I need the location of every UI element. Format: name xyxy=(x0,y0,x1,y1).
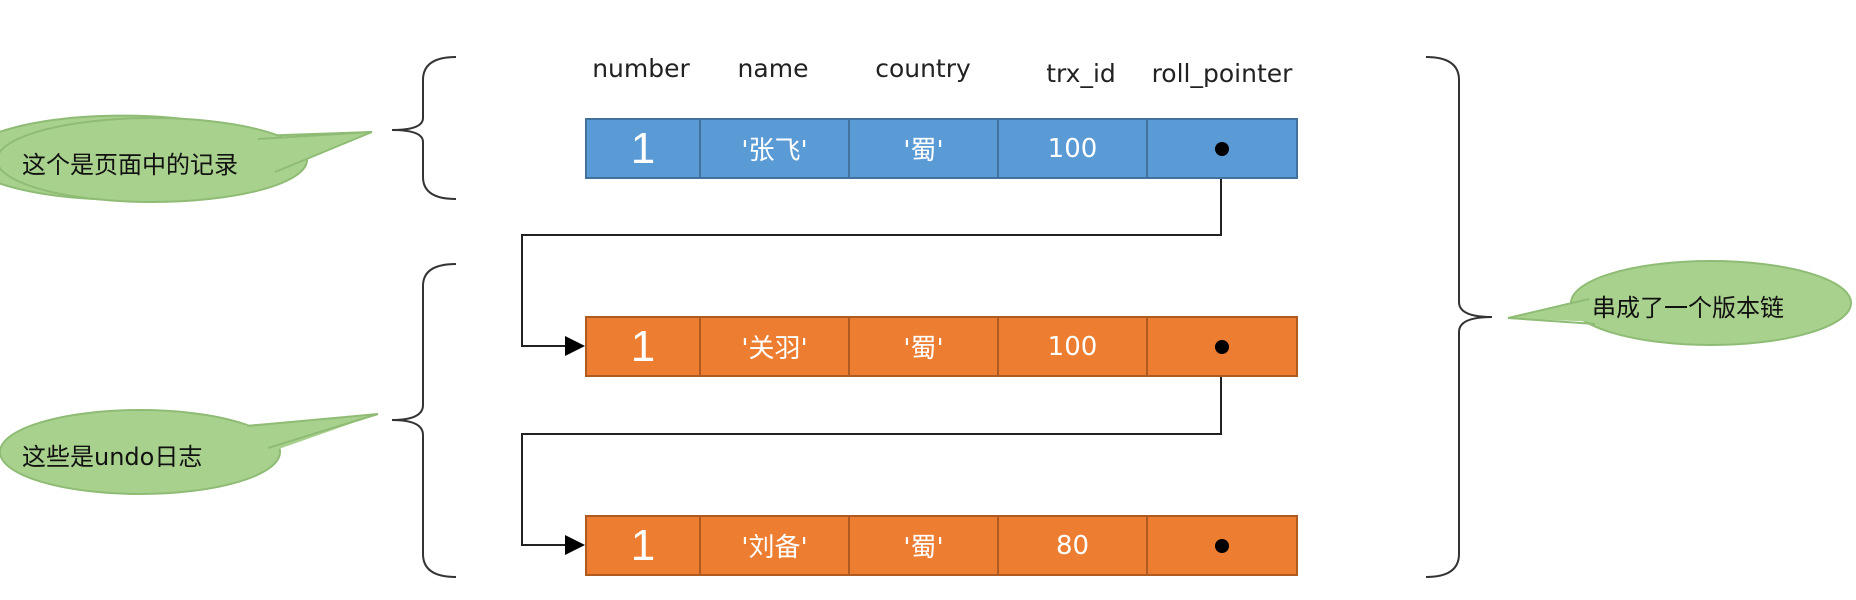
cell-roll-pointer xyxy=(1146,118,1298,179)
cell-name: '关羽' xyxy=(699,316,850,377)
cell-number: 1 xyxy=(585,515,701,576)
callout-version-chain-bubble xyxy=(1507,260,1852,346)
callout-version-chain-text: 串成了一个版本链 xyxy=(1592,294,1784,322)
dot-icon xyxy=(1215,339,1229,354)
roll-pointer-link-1 xyxy=(521,152,1222,356)
cell-trx-id: 100 xyxy=(997,316,1148,377)
cell-country: '蜀' xyxy=(848,316,999,377)
dot-icon xyxy=(1215,141,1229,156)
arrow-head-icon xyxy=(565,336,585,356)
cell-country: '蜀' xyxy=(848,118,999,179)
roll-pointer-link-2 xyxy=(521,350,1222,555)
cell-roll-pointer xyxy=(1146,316,1298,377)
dot-icon xyxy=(1215,538,1229,553)
cell-trx-id: 100 xyxy=(997,118,1148,179)
arrow-head-icon xyxy=(565,535,585,555)
page-record-row: 1 '张飞' '蜀' 100 xyxy=(585,118,1298,179)
cell-number: 1 xyxy=(585,316,701,377)
column-header-trx-id: trx_id xyxy=(1046,59,1116,88)
callout-page-record-text: 这个是页面中的记录 xyxy=(22,151,238,179)
undo-record-row: 1 '关羽' '蜀' 100 xyxy=(585,316,1298,377)
callout-undo-log-text: 这些是undo日志 xyxy=(22,443,203,471)
cell-trx-id: 80 xyxy=(997,515,1148,576)
column-header-number: number xyxy=(592,54,690,83)
column-header-roll-pointer: roll_pointer xyxy=(1151,59,1293,88)
cell-country: '蜀' xyxy=(848,515,999,576)
column-header-country: country xyxy=(875,54,971,83)
right-brace-chain xyxy=(1425,56,1493,578)
undo-record-row: 1 '刘备' '蜀' 80 xyxy=(585,515,1298,576)
left-brace-undo xyxy=(391,263,457,578)
cell-name: '刘备' xyxy=(699,515,850,576)
cell-roll-pointer xyxy=(1146,515,1298,576)
cell-name: '张飞' xyxy=(699,118,850,179)
callout-undo-log-bubble xyxy=(0,409,379,495)
callout-page-record-bubble xyxy=(0,114,373,203)
left-brace-page xyxy=(391,56,457,200)
cell-number: 1 xyxy=(585,118,701,179)
column-header-name: name xyxy=(737,54,809,83)
